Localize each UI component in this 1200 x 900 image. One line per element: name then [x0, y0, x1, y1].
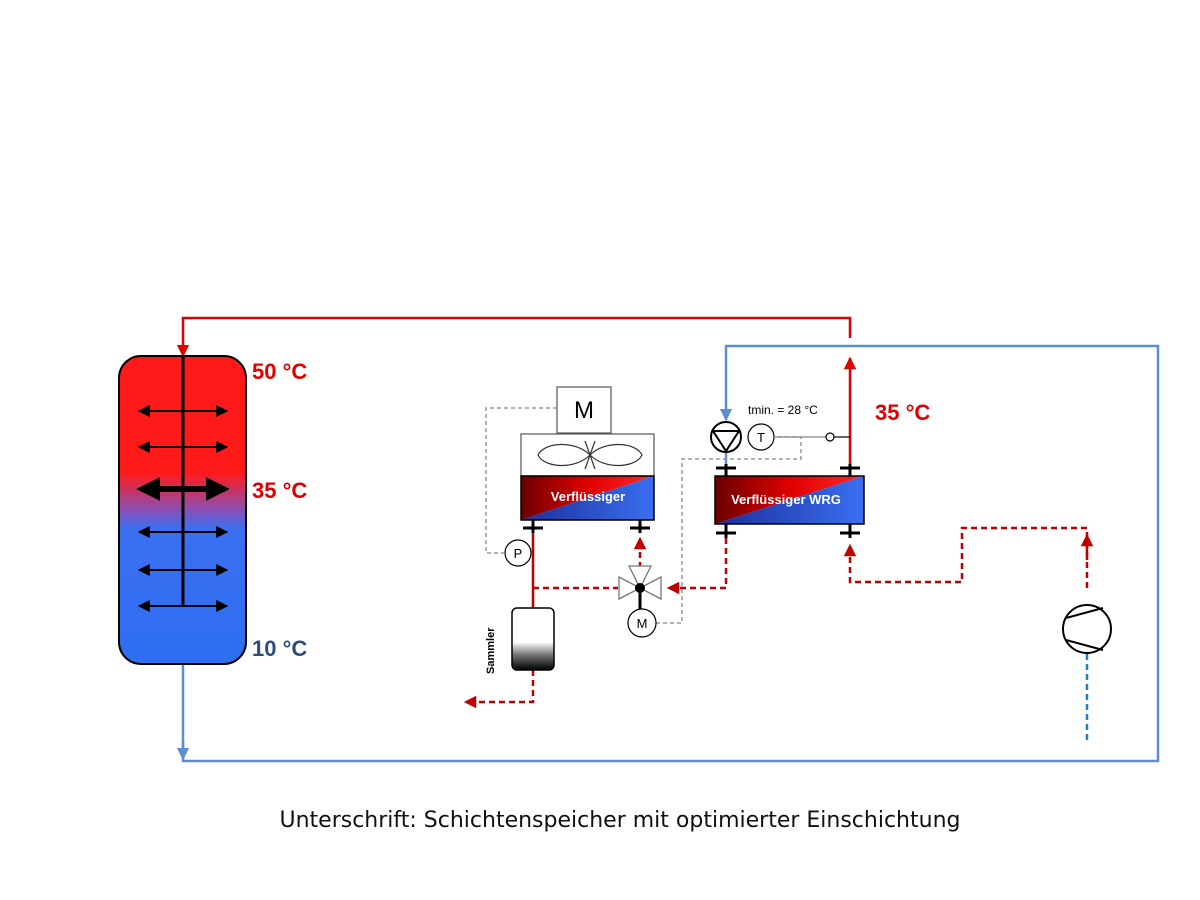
air-condenser: Verflüssiger [520, 475, 655, 521]
receiver-vessel [511, 607, 555, 671]
fan-motor-box [556, 386, 612, 434]
cold-return-pipe [181, 344, 1160, 763]
fan-motor-label: M [574, 397, 594, 424]
circulation-pump-icon [710, 421, 742, 453]
fan-icon [537, 440, 643, 470]
svg-text:M: M [637, 616, 648, 631]
stratification-arrows [137, 405, 229, 612]
tmin-setpoint-label: tmin. = 28 °C [748, 403, 818, 417]
sensor-probe-tip [825, 432, 835, 442]
valve-motor: M [627, 608, 657, 638]
tank-temp-bottom: 10 °C [252, 636, 307, 661]
control-line-fan [485, 407, 557, 554]
tank-temp-top: 50 °C [252, 359, 307, 384]
three-way-valve-icon [618, 565, 662, 609]
compressor-icon [1062, 604, 1112, 654]
hot-supply-pipe [176, 316, 852, 358]
tank-temp-mid: 35 °C [252, 478, 307, 503]
condenser-wrg: Verflüssiger WRG [714, 475, 865, 525]
pressure-sensor: P [504, 539, 532, 567]
receiver-label: Sammler [485, 627, 497, 674]
wrg-to-valve-line [666, 538, 728, 595]
condenser-flanges [523, 520, 650, 533]
svg-text:Verflüssiger: Verflüssiger [551, 489, 625, 504]
svg-text:T: T [757, 430, 765, 445]
hot-gas-line [843, 526, 1089, 588]
temperature-sensor: T [747, 423, 775, 451]
svg-text:P: P [514, 546, 523, 561]
wrg-outlet-temp: 35 °C [875, 400, 930, 425]
liquid-outlet-line [463, 670, 535, 709]
control-line-valve [656, 436, 802, 624]
svg-text:Verflüssiger WRG: Verflüssiger WRG [731, 492, 841, 507]
figure-caption: Unterschrift: Schichtenspeicher mit opti… [279, 808, 961, 833]
wrg-flanges [716, 464, 860, 538]
